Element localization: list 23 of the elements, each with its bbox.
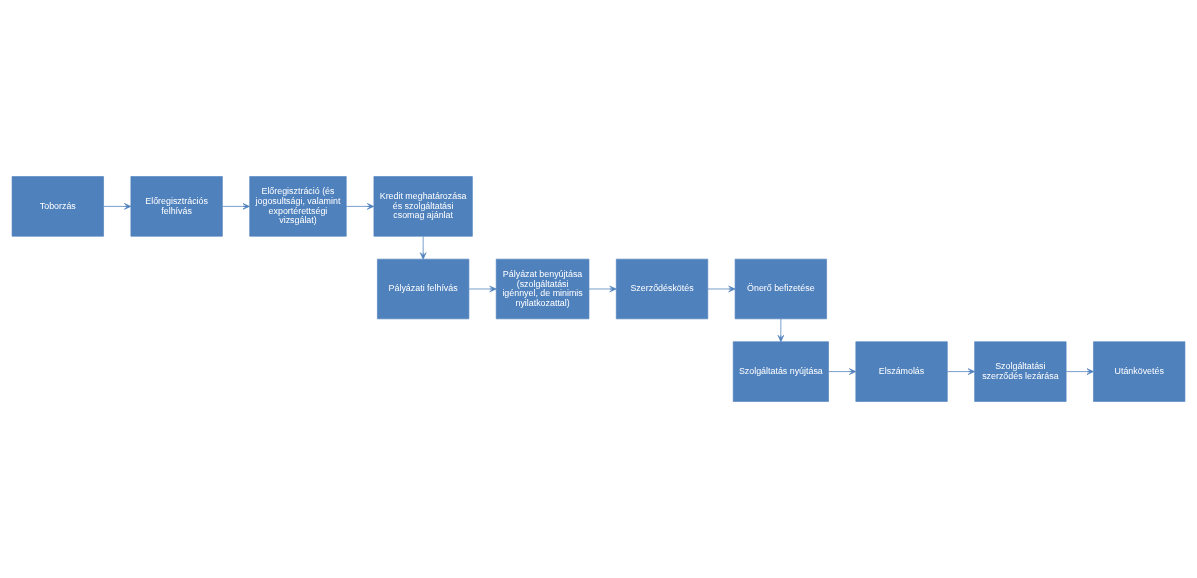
node-box: Szerződéskötés [615,258,709,320]
node-box: Kredit meghatározása és szolgáltatási csomag ajánlat [373,176,473,237]
node-box: Toborzás [11,176,104,237]
node-box: Pályázati felhívás [377,258,470,320]
node-box: Önerő befizetése [734,258,827,320]
arrow [777,318,785,343]
node-box: Előregisztrációs felhívás [130,176,223,237]
node-box: Előregisztráció (és jogosultsági, valamint exportérettségi vizsgálat) [249,176,347,237]
arrow [468,285,497,293]
arrow [346,203,375,210]
node-box: Utánkövetés [1093,341,1186,402]
arrow [1065,368,1094,375]
arrow [103,203,132,210]
arrow [222,203,250,210]
node-box: Szolgáltatás nyújtása [732,341,829,402]
node-box: Szolgáltatási szerződés lezárása [974,341,1067,402]
arrow [947,368,975,375]
node-box: Pályázat benyújtása (szolgáltatási igénnyel, de minimis nyilatkozattal) [495,258,590,320]
node-box: Elszámolás [855,341,948,402]
arrow [419,236,427,260]
arrow [707,285,736,293]
arrow [588,285,617,293]
arrow [828,368,857,375]
